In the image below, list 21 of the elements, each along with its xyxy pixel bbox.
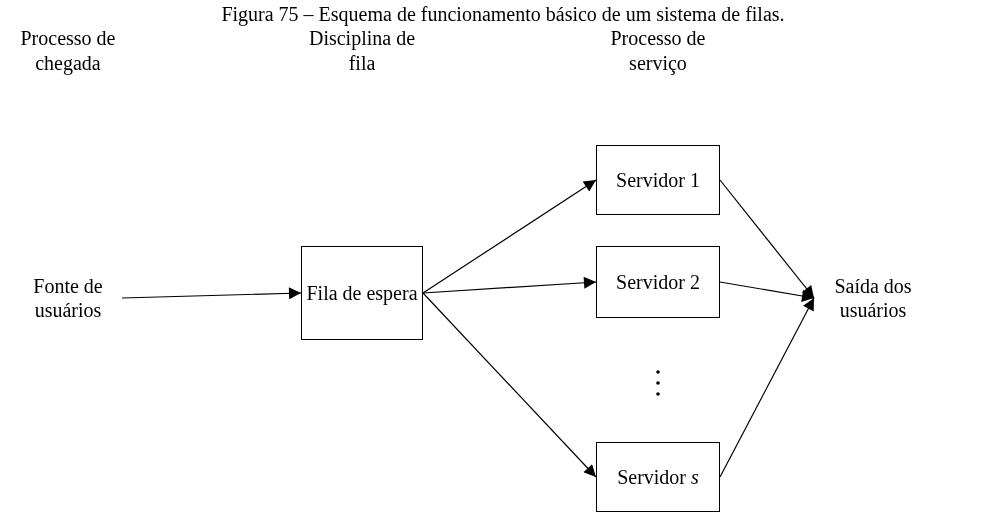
process-box bbox=[301, 246, 423, 340]
process-box bbox=[596, 246, 720, 318]
node-label: Servidor s bbox=[617, 465, 699, 489]
column-heading: Disciplina de fila bbox=[307, 26, 417, 76]
node-label: Servidor 2 bbox=[616, 270, 700, 294]
arrow bbox=[422, 292, 597, 478]
arrow bbox=[719, 297, 815, 478]
figure-title: Figura 75 – Esquema de funcionamento básico de um sistema de filas. bbox=[220, 2, 786, 27]
column-heading: Processo de serviço bbox=[609, 26, 707, 76]
node-label: Fila de espera bbox=[306, 281, 418, 305]
node-label: Saída dos usuários bbox=[833, 274, 913, 322]
arrow bbox=[121, 287, 302, 300]
arrow bbox=[422, 276, 597, 294]
arrow bbox=[719, 281, 815, 302]
arrow bbox=[422, 179, 597, 294]
process-box bbox=[596, 442, 720, 512]
node-label: Servidor 1 bbox=[616, 168, 700, 192]
arrow bbox=[719, 179, 815, 299]
process-box bbox=[596, 145, 720, 215]
column-heading: Processo de chegada bbox=[19, 26, 117, 76]
node-label: Fonte de usuários bbox=[32, 274, 104, 322]
